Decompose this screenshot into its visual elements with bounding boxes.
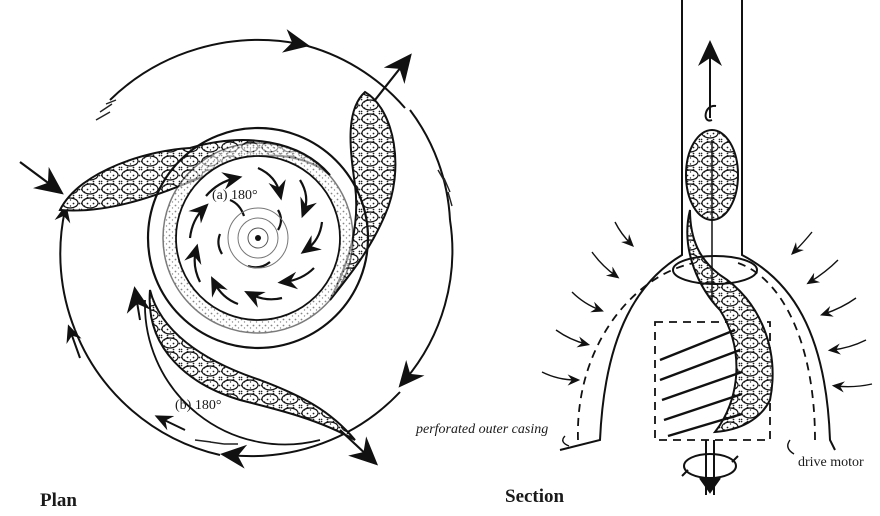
label-leaders: [563, 436, 794, 454]
section-view: [542, 0, 872, 495]
label-drive-motor: drive motor: [798, 455, 864, 471]
label-perforated-casing: perforated outer casing: [416, 422, 548, 438]
label-b: (b) 180°: [175, 398, 221, 414]
section-caption: Section: [505, 486, 564, 508]
drive-shaft: [682, 440, 738, 495]
plan-view: [20, 40, 452, 458]
vortex-body: [673, 130, 773, 432]
outflow-arrow: [706, 50, 716, 121]
inner-flow-arrow: [136, 296, 140, 320]
plan-caption: Plan: [40, 490, 77, 512]
outer-duct: [560, 0, 835, 450]
label-a: (a) 180°: [212, 188, 258, 204]
